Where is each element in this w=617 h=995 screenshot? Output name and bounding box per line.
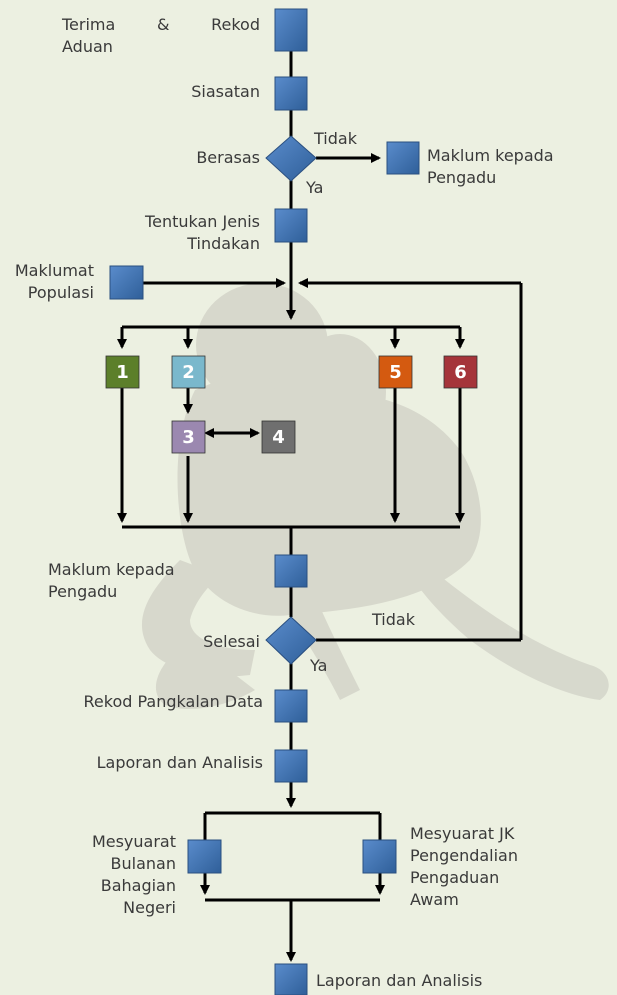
label-mesyuarat-bulanan-line2: Bulanan [110, 854, 176, 873]
label-mesyuarat-jk-line4: Awam [410, 890, 459, 909]
label-mesyuarat-bulanan-line4: Negeri [123, 898, 176, 917]
action-box-4-rect [261, 420, 296, 454]
action-box-5: 5 [378, 355, 413, 389]
label-populasi: Populasi [27, 283, 94, 302]
action-box-2-label: 2 [182, 362, 195, 383]
label-rekod-pangkalan: Rekod Pangkalan Data [83, 692, 263, 711]
node-laporan-1 [274, 749, 308, 783]
label-laporan-1: Laporan dan Analisis [96, 753, 263, 772]
process-nodes [109, 8, 420, 995]
label-mesyuarat-jk-line2: Pengendalian [410, 846, 518, 865]
label-tentukan-line1: Tentukan Jenis [145, 212, 260, 231]
label-ya-2: Ya [310, 656, 328, 675]
label-maklum-kepada-1-line1: Maklum kepada [427, 146, 554, 165]
node-laporan-2 [274, 963, 308, 995]
label-laporan-2: Laporan dan Analisis [316, 971, 483, 990]
action-box-4-label: 4 [272, 427, 285, 448]
label-maklum-kepada-2-line2: Pengadu [48, 582, 118, 601]
action-box-3-label: 3 [182, 427, 195, 448]
node-rekod-pangkalan [274, 689, 308, 723]
label-rekod-word: Rekod [211, 15, 260, 34]
node-mesyuarat-jk [362, 839, 397, 874]
label-aduan: Aduan [62, 37, 113, 56]
label-mesyuarat-bulanan: Mesyuarat Bulanan Bahagian Negeri [40, 831, 176, 919]
node-mesyuarat-bulanan [187, 839, 222, 874]
action-boxes: 1 2 3 4 5 6 [105, 355, 478, 454]
node-maklum-kepada-1 [386, 141, 420, 175]
connectors [117, 51, 523, 962]
node-terima-rekod [274, 8, 308, 52]
action-box-6: 6 [443, 355, 478, 389]
label-tentukan: Tentukan Jenis Tindakan [60, 211, 260, 255]
label-ampersand: & [156, 15, 170, 34]
action-box-5-label: 5 [389, 362, 402, 383]
label-ya-1: Ya [306, 178, 324, 197]
action-box-3: 3 [171, 420, 206, 454]
node-maklum-kepada-2 [274, 554, 308, 588]
label-tidak-2: Tidak [372, 610, 415, 629]
action-box-2-rect [171, 355, 206, 389]
label-maklumat: Maklumat [14, 261, 94, 280]
label-siasatan: Siasatan [191, 82, 260, 101]
label-maklum-kepada-1: Maklum kepada Pengadu [427, 145, 597, 189]
label-maklumat-populasi: Maklumat Populasi [0, 260, 94, 304]
label-tidak-1: Tidak [314, 129, 357, 148]
action-box-6-rect [443, 355, 478, 389]
monkey-watermark [141, 283, 609, 710]
label-terima-word: Terima [62, 15, 116, 34]
decision-selesai [265, 616, 317, 665]
label-mesyuarat-jk: Mesyuarat JK Pengendalian Pengaduan Awam [410, 823, 590, 911]
label-tentukan-line2: Tindakan [187, 234, 260, 253]
action-box-3-rect [171, 420, 206, 454]
label-maklum-kepada-2-line1: Maklum kepada [48, 560, 175, 579]
decision-berasas [265, 135, 317, 182]
label-maklum-kepada-2: Maklum kepada Pengadu [48, 559, 196, 603]
action-box-1-rect [105, 355, 140, 389]
label-berasas: Berasas [196, 148, 260, 167]
label-terima: Terima & Rekod Aduan [62, 14, 260, 58]
action-box-2: 2 [171, 355, 206, 389]
node-siasatan [274, 76, 308, 111]
action-box-1-label: 1 [116, 362, 129, 383]
decision-nodes [265, 135, 317, 665]
label-mesyuarat-jk-line3: Pengaduan [410, 868, 500, 887]
action-box-6-label: 6 [454, 362, 467, 383]
node-tentukan-jenis [274, 208, 308, 243]
action-box-4: 4 [261, 420, 296, 454]
label-mesyuarat-bulanan-line1: Mesyuarat [91, 832, 176, 851]
node-maklumat-populasi [109, 265, 144, 300]
action-box-1: 1 [105, 355, 140, 389]
action-box-5-rect [378, 355, 413, 389]
label-mesyuarat-jk-line1: Mesyuarat JK [410, 824, 515, 843]
label-mesyuarat-bulanan-line3: Bahagian [100, 876, 176, 895]
label-selesai: Selesai [203, 632, 260, 651]
label-maklum-kepada-1-line2: Pengadu [427, 168, 497, 187]
